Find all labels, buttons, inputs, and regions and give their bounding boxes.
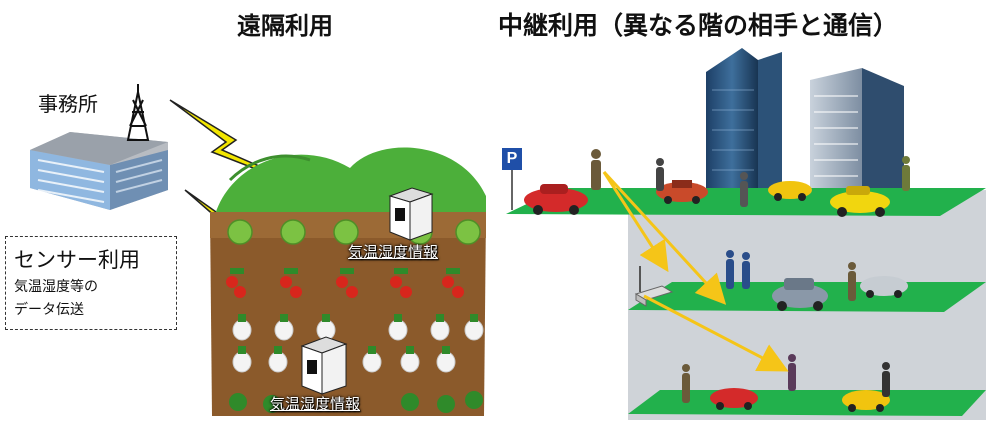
- temp-humidity-info-label: 気温湿度情報: [348, 241, 438, 262]
- car-icon: [768, 181, 812, 201]
- sensor-use-desc-line2: データ伝送: [14, 299, 84, 319]
- person-icon: [882, 362, 890, 397]
- temp-humidity-info-label: 気温湿度情報: [270, 393, 360, 414]
- parking-sign-letter: P: [506, 148, 518, 170]
- relay-use-title: 中継利用（異なる階の相手と通信）: [498, 6, 898, 42]
- person-icon: [656, 158, 664, 191]
- remote-use-title: 遠隔利用: [237, 6, 333, 41]
- sensor-use-title: センサー利用: [14, 244, 140, 274]
- floor-bottom: [628, 390, 986, 416]
- sensor-device-icon: [302, 337, 346, 394]
- sensor-device-icon: [390, 188, 432, 240]
- person-icon: [902, 156, 910, 191]
- office-tower-icon: [810, 68, 904, 196]
- person-icon: [788, 354, 796, 391]
- person-icon: [591, 149, 601, 190]
- office-building-icon: [30, 132, 168, 210]
- antenna-tower-icon: [128, 84, 148, 140]
- sensor-use-desc-line1: 気温湿度等の: [14, 276, 98, 296]
- multi-floor-parking-illustration: [502, 48, 986, 420]
- person-icon: [742, 252, 750, 289]
- office-label: 事務所: [38, 88, 98, 117]
- person-icon: [740, 172, 748, 207]
- person-icon: [726, 250, 734, 289]
- person-icon: [848, 262, 856, 301]
- car-icon: [860, 276, 908, 298]
- farm-field-illustration: [210, 147, 486, 416]
- car-icon: [710, 388, 758, 410]
- person-icon: [682, 364, 690, 403]
